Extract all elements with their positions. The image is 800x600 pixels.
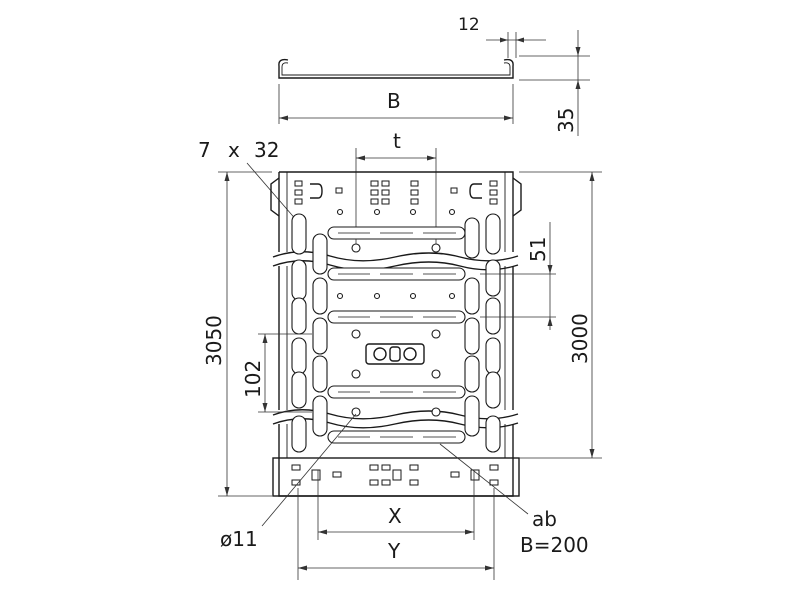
cross-section-profile [278,58,514,79]
width-value-label: B=200 [520,533,589,557]
version-label: ab [532,507,557,531]
dimension-y: Y [297,488,495,580]
spacing-51-dimension: 51 [480,222,556,330]
slot-length-label: 32 [254,138,279,162]
dimension-y-label: Y [387,539,401,563]
flange-width-label: 12 [458,15,480,35]
side-height-dimension: 35 [519,30,590,136]
dimension-x: X [317,470,475,540]
width-label: B [387,89,401,113]
spacing-102-dimension: 102 [241,333,312,413]
hole-diameter-callout: ø11 [220,413,357,551]
dimension-x-label: X [388,504,402,528]
tray-plan-view [270,171,522,497]
spacing-51-label: 51 [526,237,550,262]
version-callout: ab B=200 [439,443,589,557]
hole-diameter-label: ø11 [220,527,258,551]
slot-spec-label: 7 x 32 [198,138,299,223]
total-length-label: 3050 [202,315,226,366]
side-height-label: 35 [554,108,578,133]
width-dimension: B [278,84,514,124]
usable-length-dimension: 3000 [519,171,602,459]
usable-length-label: 3000 [568,313,592,364]
spacing-102-label: 102 [241,360,265,398]
times-label: x [228,138,240,162]
pitch-label: t [393,129,401,153]
flange-width-dimension: 12 [458,15,546,58]
slot-count-label: 7 [198,138,211,162]
obo-logo [365,343,425,365]
total-length-dimension: 3050 [202,171,272,497]
